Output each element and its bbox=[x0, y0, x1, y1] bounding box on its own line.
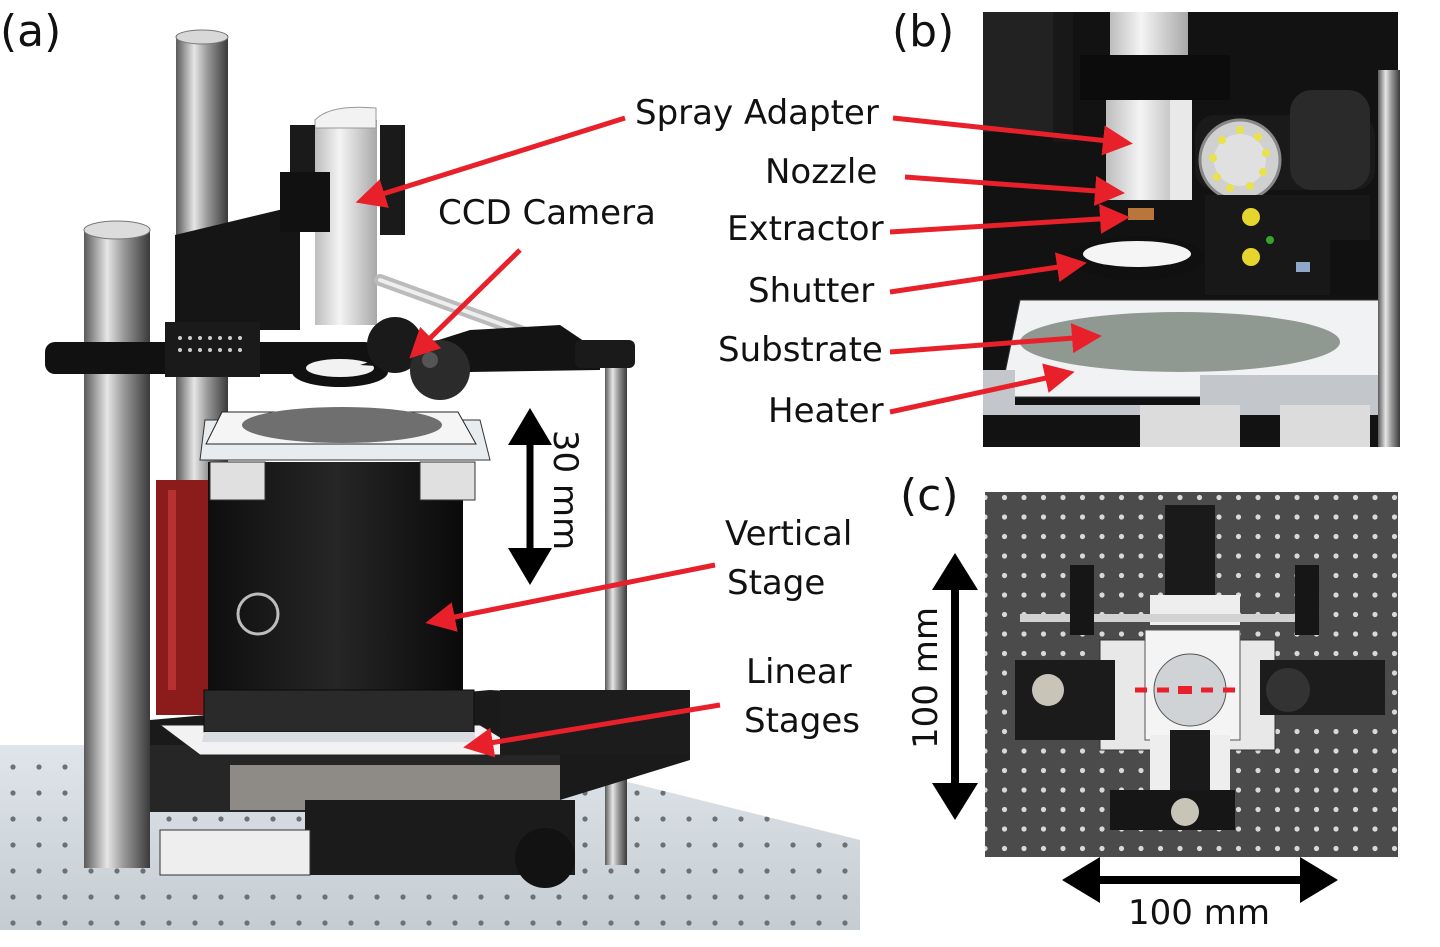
arrow-heater bbox=[889, 363, 1075, 415]
label-heater: Heater bbox=[768, 391, 884, 431]
dimension-arrows bbox=[508, 408, 1338, 903]
arrow-vertical-stage bbox=[425, 562, 716, 632]
panel-label-b: (b) bbox=[892, 6, 955, 57]
arrow-nozzle bbox=[904, 174, 1125, 206]
label-spray-adapter: Spray Adapter bbox=[635, 93, 879, 133]
label-ccd-camera: CCD Camera bbox=[438, 193, 656, 233]
arrow-shutter bbox=[889, 252, 1087, 295]
label-substrate: Substrate bbox=[718, 330, 883, 370]
label-dim-30mm: 30 mm bbox=[545, 429, 585, 551]
label-shutter: Shutter bbox=[748, 271, 875, 311]
arrow-substrate bbox=[889, 323, 1102, 355]
arrow-ccd-camera bbox=[409, 248, 522, 359]
label-dim-100mm-vertical: 100 mm bbox=[906, 607, 946, 749]
arrow-linear-stages bbox=[463, 702, 721, 758]
panel-c-illustration bbox=[985, 492, 1398, 857]
arrow-extractor bbox=[889, 203, 1130, 235]
label-linear-stages-line1: Linear bbox=[746, 652, 852, 692]
label-dim-100mm-horizontal: 100 mm bbox=[1128, 893, 1270, 933]
label-vertical-stage-line1: Vertical bbox=[725, 514, 853, 554]
panel-label-c: (c) bbox=[900, 470, 959, 521]
arrow-spray-adapter-b bbox=[892, 115, 1133, 156]
label-nozzle: Nozzle bbox=[765, 152, 878, 192]
label-extractor: Extractor bbox=[727, 209, 884, 249]
label-linear-stages-line2: Stages bbox=[744, 701, 860, 741]
panel-b-illustration bbox=[983, 12, 1400, 447]
panel-a-illustration bbox=[0, 29, 860, 930]
label-vertical-stage-line2: Stage bbox=[727, 563, 826, 603]
panel-label-a: (a) bbox=[0, 6, 62, 57]
callout-arrows bbox=[355, 115, 1133, 758]
arrow-spray-adapter-a bbox=[355, 115, 626, 208]
